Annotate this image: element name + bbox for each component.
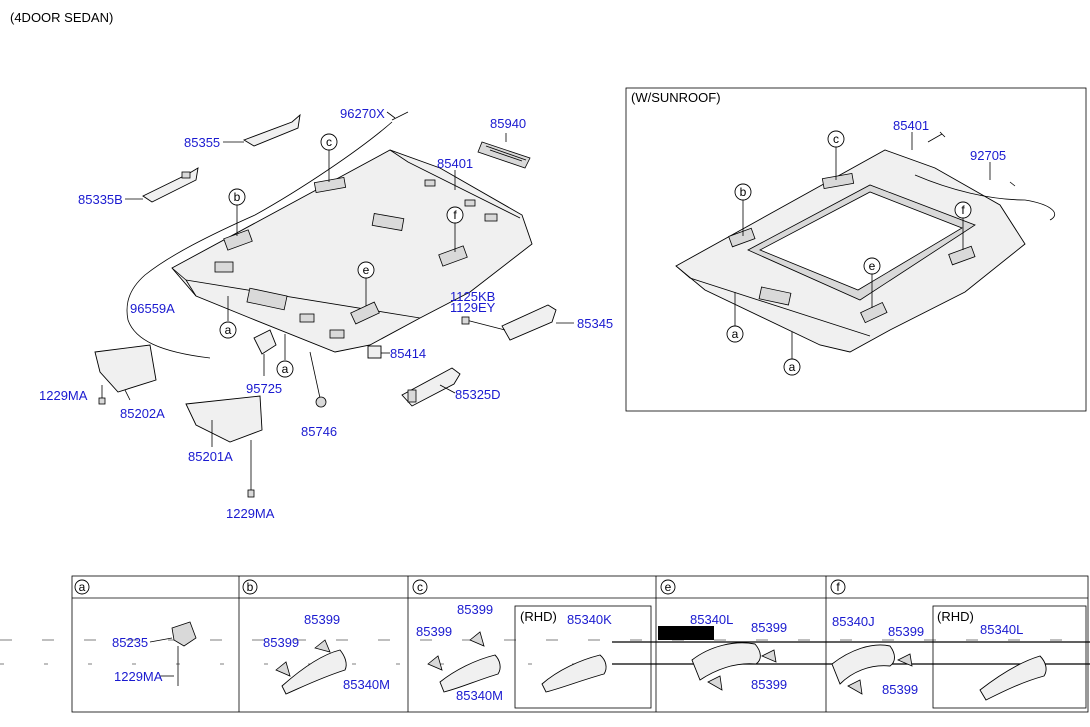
label-85202A: 85202A bbox=[120, 406, 165, 421]
part-85940-grille bbox=[477, 141, 531, 169]
svg-text:a: a bbox=[225, 323, 232, 337]
detail-c-label-1: 85399 bbox=[416, 624, 452, 639]
part-95725-sensor bbox=[253, 329, 277, 376]
part-85355-bracket bbox=[242, 113, 301, 147]
detail-f-label-1: 85399 bbox=[888, 624, 924, 639]
label-85345: 85345 bbox=[577, 316, 613, 331]
svg-text:e: e bbox=[363, 263, 370, 277]
detail-e-label-2: 85399 bbox=[751, 677, 787, 692]
label-1229MA-left: 1229MA bbox=[39, 388, 88, 403]
label-1229MA-bottom: 1229MA bbox=[226, 506, 275, 521]
callout-c: c bbox=[320, 133, 338, 182]
label-95725: 95725 bbox=[246, 381, 282, 396]
svg-text:a: a bbox=[732, 327, 739, 341]
svg-text:a: a bbox=[282, 362, 289, 376]
label-1125KB: 1125KB bbox=[450, 289, 495, 304]
svg-text:c: c bbox=[417, 580, 423, 594]
leader-lines bbox=[124, 111, 574, 447]
detail-b-label-0: 85399 bbox=[304, 612, 340, 627]
detail-cell-a: a 85235 1229MA bbox=[74, 579, 197, 686]
detail-table bbox=[0, 575, 1090, 713]
callout-f: f bbox=[446, 206, 464, 252]
svg-text:c: c bbox=[833, 132, 839, 146]
svg-text:b: b bbox=[740, 185, 747, 199]
svg-text:a: a bbox=[79, 580, 86, 594]
detail-c-label-2: 85340M bbox=[456, 688, 503, 703]
svg-text:f: f bbox=[836, 580, 840, 594]
wiring-harness bbox=[126, 111, 409, 359]
detail-e-label-1: 85399 bbox=[751, 620, 787, 635]
label-85414: 85414 bbox=[390, 346, 426, 361]
part-85325D-bracket bbox=[401, 367, 461, 407]
detail-c-label-0: 85399 bbox=[457, 602, 493, 617]
detail-c-rhd-title: (RHD) bbox=[520, 609, 557, 624]
label-85401: 85401 bbox=[437, 156, 473, 171]
svg-text:f: f bbox=[453, 208, 457, 222]
detail-f-rhd-title: (RHD) bbox=[937, 609, 974, 624]
sunroof-label-92705: 92705 bbox=[970, 148, 1006, 163]
svg-text:e: e bbox=[665, 580, 672, 594]
label-85746: 85746 bbox=[301, 424, 337, 439]
detail-b-label-1: 85399 bbox=[263, 635, 299, 650]
svg-text:e: e bbox=[869, 259, 876, 273]
detail-a-label-0: 85235 bbox=[112, 635, 148, 650]
label-96559A: 96559A bbox=[130, 301, 175, 316]
part-85414-clip bbox=[367, 345, 382, 359]
callout-e: e bbox=[357, 261, 375, 306]
sunroof-box bbox=[625, 87, 1087, 412]
detail-a-label-1: 1229MA bbox=[114, 669, 163, 684]
callout-a-2: a bbox=[276, 334, 294, 378]
svg-text:a: a bbox=[789, 360, 796, 374]
svg-text:f: f bbox=[961, 203, 965, 217]
label-85355: 85355 bbox=[184, 135, 220, 150]
detail-f-label-2: 85399 bbox=[882, 682, 918, 697]
label-96270X: 96270X bbox=[340, 106, 385, 121]
detail-f-label-0: 85340J bbox=[832, 614, 875, 629]
detail-cell-e: e 85340L 85399 85399 bbox=[660, 579, 787, 692]
label-85940: 85940 bbox=[490, 116, 526, 131]
headlining-sunroof bbox=[675, 149, 1026, 353]
part-85746-grommet bbox=[309, 351, 327, 408]
sunroof-callouts: c b f e a a bbox=[726, 130, 972, 376]
variant-title: (4DOOR SEDAN) bbox=[10, 10, 113, 25]
detail-cell-b: b 85399 85399 85340M bbox=[242, 579, 390, 695]
detail-cell-c: c 85399 85399 85340M (RHD) 85340K bbox=[412, 579, 612, 703]
detail-cell-f: f 85340J 85399 85399 (RHD) 85340L bbox=[830, 579, 1047, 701]
label-85201A: 85201A bbox=[188, 449, 233, 464]
callout-b: b bbox=[228, 188, 246, 236]
detail-c-rhd-part: 85340K bbox=[567, 612, 612, 627]
detail-b-label-2: 85340M bbox=[343, 677, 390, 692]
part-85335B-bracket bbox=[142, 167, 199, 203]
svg-text:b: b bbox=[247, 580, 254, 594]
detail-e-label-0: 85340L bbox=[690, 612, 733, 627]
sunroof-drain-hose bbox=[914, 174, 1055, 221]
svg-text:c: c bbox=[326, 135, 332, 149]
part-85201A-sunvisor bbox=[185, 395, 263, 498]
svg-text:b: b bbox=[234, 190, 241, 204]
part-85202A-sunvisor bbox=[94, 344, 157, 405]
sunroof-title: (W/SUNROOF) bbox=[631, 90, 721, 105]
label-85335B: 85335B bbox=[78, 192, 123, 207]
part-85345-bracket bbox=[461, 304, 557, 341]
sunroof-label-85401: 85401 bbox=[893, 118, 929, 133]
label-1129EY: 1129EY bbox=[450, 300, 496, 315]
label-85325D: 85325D bbox=[455, 387, 501, 402]
detail-f-rhd-part: 85340L bbox=[980, 622, 1023, 637]
callout-a-1: a bbox=[219, 296, 237, 339]
headlining-main bbox=[171, 149, 533, 353]
